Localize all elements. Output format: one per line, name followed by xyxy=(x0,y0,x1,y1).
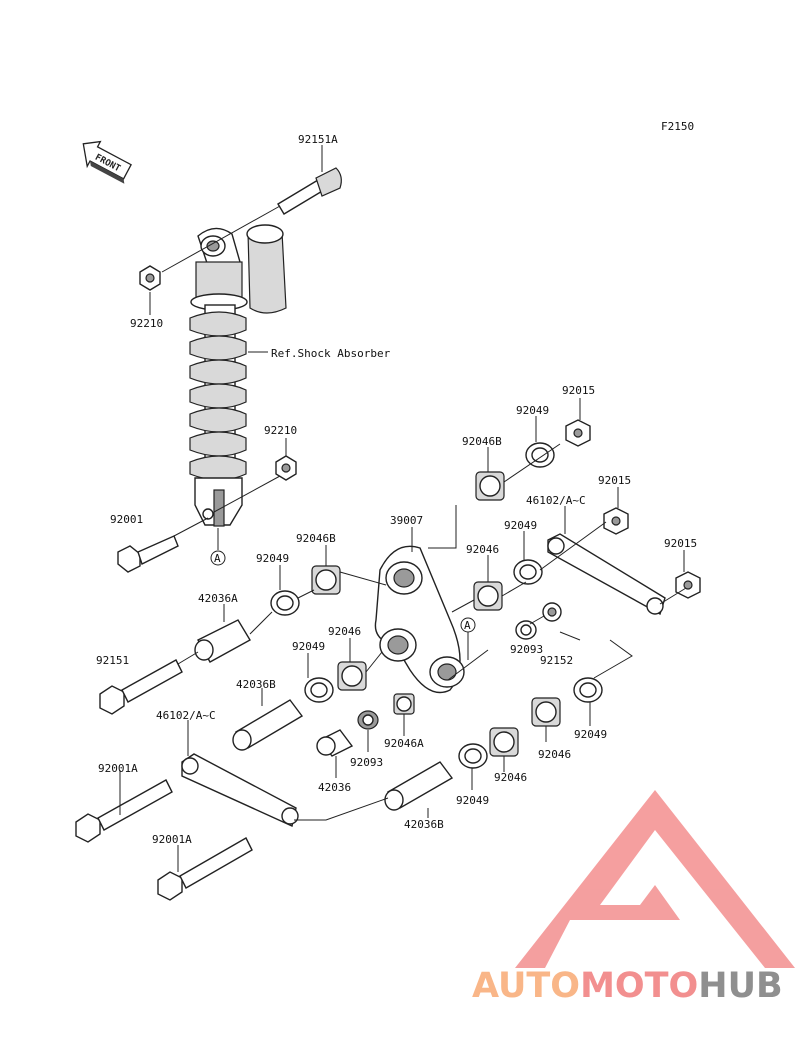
label-92049-d: 92049 xyxy=(292,640,325,653)
watermark-moto: MOTO xyxy=(580,966,698,1006)
label-92046B-b: 92046B xyxy=(296,532,336,545)
tie-rod-lower xyxy=(181,753,299,827)
label-92001A-a: 92001A xyxy=(98,762,138,775)
label-42036: 42036 xyxy=(318,781,351,794)
washer-92049-b xyxy=(513,559,543,585)
svg-text:A: A xyxy=(214,552,221,565)
figure-code: F2150 xyxy=(661,120,694,133)
collar-42036 xyxy=(316,729,354,757)
label-92049-f: 92049 xyxy=(456,794,489,807)
label-92046A: 92046A xyxy=(384,737,424,750)
bearing-92046A xyxy=(393,693,415,715)
sleeve-42036B-a xyxy=(232,699,304,751)
label-92001A-b: 92001A xyxy=(152,833,192,846)
label-92049-e: 92049 xyxy=(574,728,607,741)
callout-a-shock: A xyxy=(210,550,226,566)
nut-92015-a xyxy=(565,419,591,447)
shock-absorber xyxy=(189,224,287,527)
bolt-92001A-b xyxy=(157,837,253,901)
label-42036B-a: 42036B xyxy=(236,678,276,691)
bolt-92001A-a xyxy=(75,779,173,843)
bolt-92151A xyxy=(277,167,342,215)
label-92046-b: 92046 xyxy=(328,625,361,638)
label-42036B-b: 42036B xyxy=(404,818,444,831)
label-92015-b: 92015 xyxy=(598,474,631,487)
label-92049-b: 92049 xyxy=(504,519,537,532)
callout-a-link: A xyxy=(460,617,476,633)
label-42036A: 42036A xyxy=(198,592,238,605)
watermark-triangle-icon xyxy=(515,790,795,968)
label-39007: 39007 xyxy=(390,514,423,527)
bearing-92046B-a xyxy=(475,471,505,501)
seal-92093-a xyxy=(515,620,537,640)
svg-text:A: A xyxy=(464,619,471,632)
label-46102-b: 46102/A~C xyxy=(156,709,216,722)
watermark-text: AUTOMOTOHUB xyxy=(472,966,783,1006)
label-92152: 92152 xyxy=(540,654,573,667)
washer-92049-c xyxy=(270,590,300,616)
nut-92015-b xyxy=(603,507,629,535)
part-labels: 92151A 92210 Ref.Shock Absorber 92210 92… xyxy=(96,133,697,846)
label-92151: 92151 xyxy=(96,654,129,667)
shock-spring xyxy=(189,304,247,486)
washer-92049-f xyxy=(458,743,488,769)
rocker-arm-39007 xyxy=(374,545,465,694)
bearing-92046-b xyxy=(337,661,367,691)
label-92046-c: 92046 xyxy=(538,748,571,761)
washer-92049-e xyxy=(573,677,603,703)
sleeve-42036B-b xyxy=(384,761,454,811)
label-92093-b: 92093 xyxy=(350,756,383,769)
label-92151A: 92151A xyxy=(298,133,338,146)
label-92046-a: 92046 xyxy=(466,543,499,556)
nut-92015-c xyxy=(675,571,701,599)
tie-rod-upper xyxy=(547,533,666,616)
bolt-92001 xyxy=(117,535,179,573)
bolt-92151 xyxy=(99,659,183,715)
label-46102-a: 46102/A~C xyxy=(526,494,586,507)
seal-92093-b xyxy=(357,710,379,730)
bearing-92046B-b xyxy=(311,565,341,595)
washer-92049-a xyxy=(525,442,555,468)
watermark-logo: AUTOMOTOHUB xyxy=(472,790,795,1006)
sleeve-42036A xyxy=(194,619,251,663)
nut-92210-top xyxy=(139,265,161,291)
label-ref-shock: Ref.Shock Absorber xyxy=(271,347,391,360)
watermark-auto: AUTO xyxy=(472,966,580,1006)
watermark-hub: HUB xyxy=(698,966,782,1006)
label-92046B-a: 92046B xyxy=(462,435,502,448)
label-92210-top: 92210 xyxy=(130,317,163,330)
label-92093-a: 92093 xyxy=(510,643,543,656)
leader-lines xyxy=(119,145,687,872)
label-92049-c: 92049 xyxy=(256,552,289,565)
bearing-92046-d xyxy=(489,727,519,757)
label-92049-a: 92049 xyxy=(516,404,549,417)
washer-92049-d xyxy=(304,677,334,703)
front-arrow-icon: FRONT xyxy=(82,140,132,184)
label-92015-c: 92015 xyxy=(664,537,697,550)
label-92001: 92001 xyxy=(110,513,143,526)
bearing-92046-c xyxy=(531,697,561,727)
collar-92152 xyxy=(542,602,562,622)
label-92015-a: 92015 xyxy=(562,384,595,397)
label-92210-mid: 92210 xyxy=(264,424,297,437)
bearing-92046-a xyxy=(473,581,503,611)
label-92046-d: 92046 xyxy=(494,771,527,784)
